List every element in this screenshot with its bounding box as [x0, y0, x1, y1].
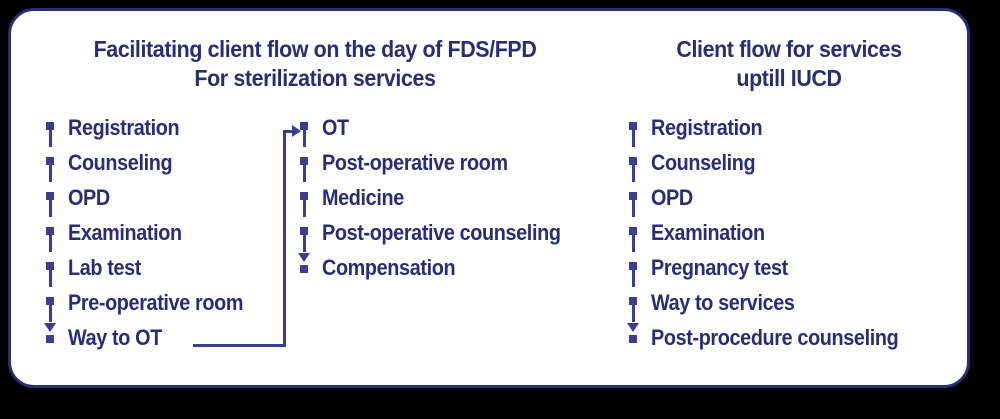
- step-marker-icon: [42, 147, 60, 182]
- step-marker-icon: [296, 182, 314, 217]
- flow-step-label: Examination: [68, 220, 182, 245]
- flow-step-label: Counseling: [651, 150, 756, 175]
- flowchart-card: Facilitating client flow on the day of F…: [8, 8, 970, 388]
- flow-step-label: Examination: [651, 220, 765, 245]
- step-marker-icon: [296, 217, 314, 252]
- step-marker-icon: [625, 287, 643, 322]
- right-flow-title: Client flow for services uptill IUCD: [676, 36, 902, 91]
- flow-step-label: Post-operative room: [322, 150, 508, 175]
- step-marker-icon: [42, 287, 60, 322]
- step-marker-icon: [42, 217, 60, 252]
- step-marker-icon: [42, 112, 60, 147]
- flow-step-label: Lab test: [68, 255, 142, 280]
- step-marker-icon: [42, 182, 60, 217]
- flow-step-label: Registration: [68, 115, 180, 140]
- arrow-down-icon: [296, 252, 314, 287]
- left-flow-title: Facilitating client flow on the day of F…: [93, 36, 537, 91]
- step-marker-icon: [625, 252, 643, 287]
- flow-step-label: OT: [322, 115, 349, 140]
- flow-step-label: OPD: [68, 185, 110, 210]
- flow-step-label: Pre-operative room: [68, 290, 244, 315]
- flow-step-label: Registration: [651, 115, 763, 140]
- step-marker-icon: [625, 217, 643, 252]
- flow-step-label: Way to services: [651, 290, 795, 315]
- step-marker-icon: [625, 112, 643, 147]
- arrow-down-icon: [42, 322, 60, 357]
- flow-step-label: Compensation: [322, 255, 456, 280]
- arrow-down-icon: [625, 322, 643, 357]
- flow-step-label: Way to OT: [68, 325, 162, 350]
- step-marker-icon: [296, 147, 314, 182]
- step-marker-icon: [625, 147, 643, 182]
- flow-step-label: OPD: [651, 185, 693, 210]
- flow-step-label: Pregnancy test: [651, 255, 788, 280]
- flow-step-label: Post-operative counseling: [322, 220, 561, 245]
- flow-step-label: Counseling: [68, 150, 173, 175]
- step-marker-icon: [42, 252, 60, 287]
- flow-step-label: Post-procedure counseling: [651, 325, 899, 350]
- step-marker-icon: [625, 182, 643, 217]
- flow-step-label: Medicine: [322, 185, 404, 210]
- step-marker-icon: [296, 112, 314, 147]
